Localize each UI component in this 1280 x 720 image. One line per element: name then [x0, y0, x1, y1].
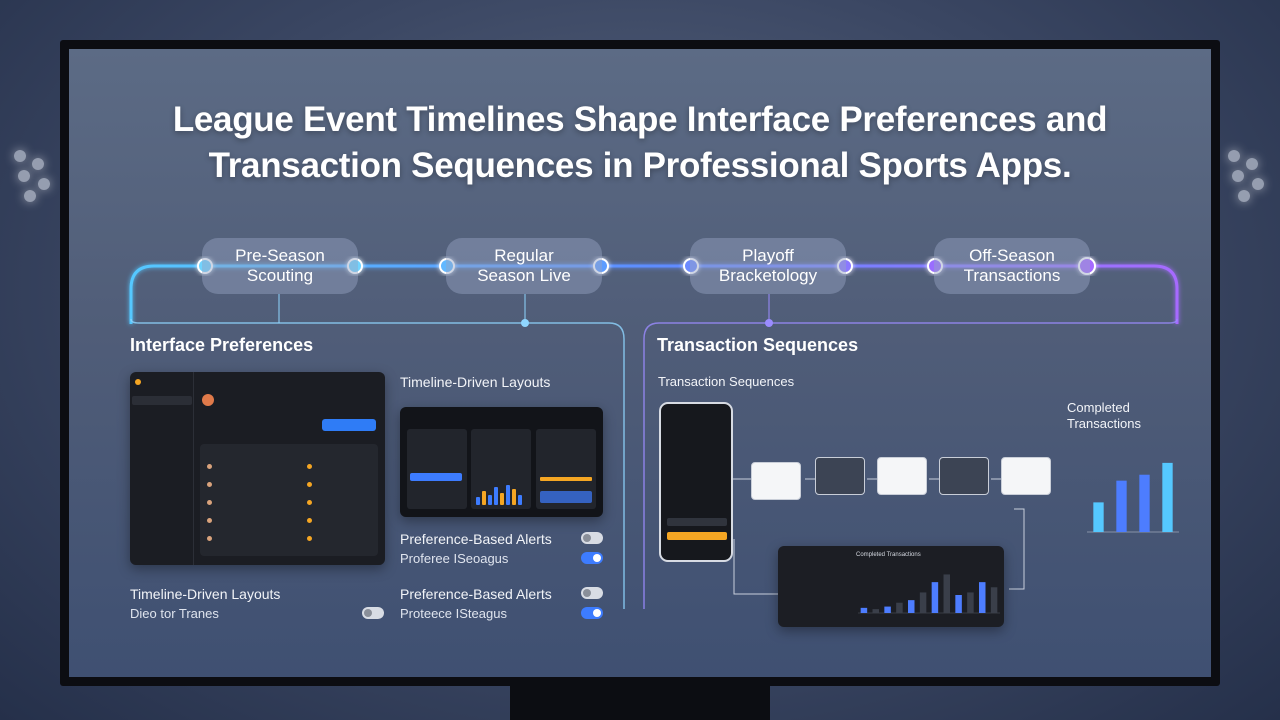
transaction-sequences-label: Transaction Sequences: [658, 374, 795, 389]
chart-bar: [1139, 474, 1150, 532]
alerts2-toggle-a[interactable]: [581, 587, 603, 599]
chart-bar: [919, 592, 927, 613]
chart-bar: [860, 607, 868, 613]
chart-bar: [896, 602, 903, 613]
layouts2-subtitle: Dieo tor Tranes: [130, 606, 219, 621]
mockup-sidebar: [130, 372, 194, 565]
chart-bar: [1162, 462, 1173, 532]
presentation-screen: League Event Timelines Shape Interface P…: [69, 49, 1211, 677]
page-title: League Event Timelines Shape Interface P…: [172, 100, 1108, 185]
chart-bar: [907, 600, 915, 613]
chart-bar: [931, 582, 939, 613]
flow-node-4: [939, 457, 989, 495]
chart-bar: [967, 592, 974, 613]
layouts2-toggle[interactable]: [362, 607, 384, 619]
completed-transactions-panel-title: Completed Transactions: [856, 552, 921, 558]
tv-frame: League Event Timelines Shape Interface P…: [60, 40, 1220, 686]
alerts2-toggle-b[interactable]: [581, 607, 603, 619]
phone-mockup: [659, 402, 733, 562]
alerts1-toggle-b[interactable]: [581, 552, 603, 564]
flow-node-5: [1001, 457, 1051, 495]
flow-node-2: [815, 457, 865, 495]
alerts2-title: Preference-Based Alerts: [400, 586, 552, 602]
interface-preferences-heading: Interface Preferences: [130, 335, 314, 355]
tv-stand: [510, 684, 770, 720]
alerts1-title: Preference-Based Alerts: [400, 531, 552, 547]
transaction-sequences-heading: Transaction Sequences: [657, 335, 859, 355]
completed-transactions-panel: Completed Transactions: [778, 546, 1004, 627]
completed-transactions-label: Completed Transactions: [1067, 400, 1141, 431]
layouts2-title: Timeline-Driven Layouts: [130, 586, 281, 602]
flow-node-1: [751, 462, 801, 500]
chart-bar: [1093, 502, 1104, 532]
logo-icon: [135, 379, 141, 385]
alerts2-subtitle: Proteece ISteagus: [400, 606, 507, 621]
chart-bar: [943, 574, 951, 613]
chart-bar: [1116, 480, 1127, 532]
timeline-connectors: [129, 257, 1179, 609]
layout-mockup: [400, 407, 603, 517]
alerts1-subtitle: Proferee ISeoagus: [400, 551, 509, 566]
flow-node-3: [877, 457, 927, 495]
chart-bar: [990, 587, 998, 613]
alerts1-toggle-a[interactable]: [581, 532, 603, 544]
chart-bar: [978, 582, 986, 613]
chart-bar: [884, 606, 891, 613]
dashboard-mockup: [130, 372, 385, 565]
chart-bar: [872, 609, 880, 613]
chart-bar: [955, 595, 962, 613]
timeline-layouts-label: Timeline-Driven Layouts: [400, 374, 551, 390]
completed-chart-small: [1087, 462, 1179, 533]
completed-chart-panel: [858, 574, 1000, 614]
